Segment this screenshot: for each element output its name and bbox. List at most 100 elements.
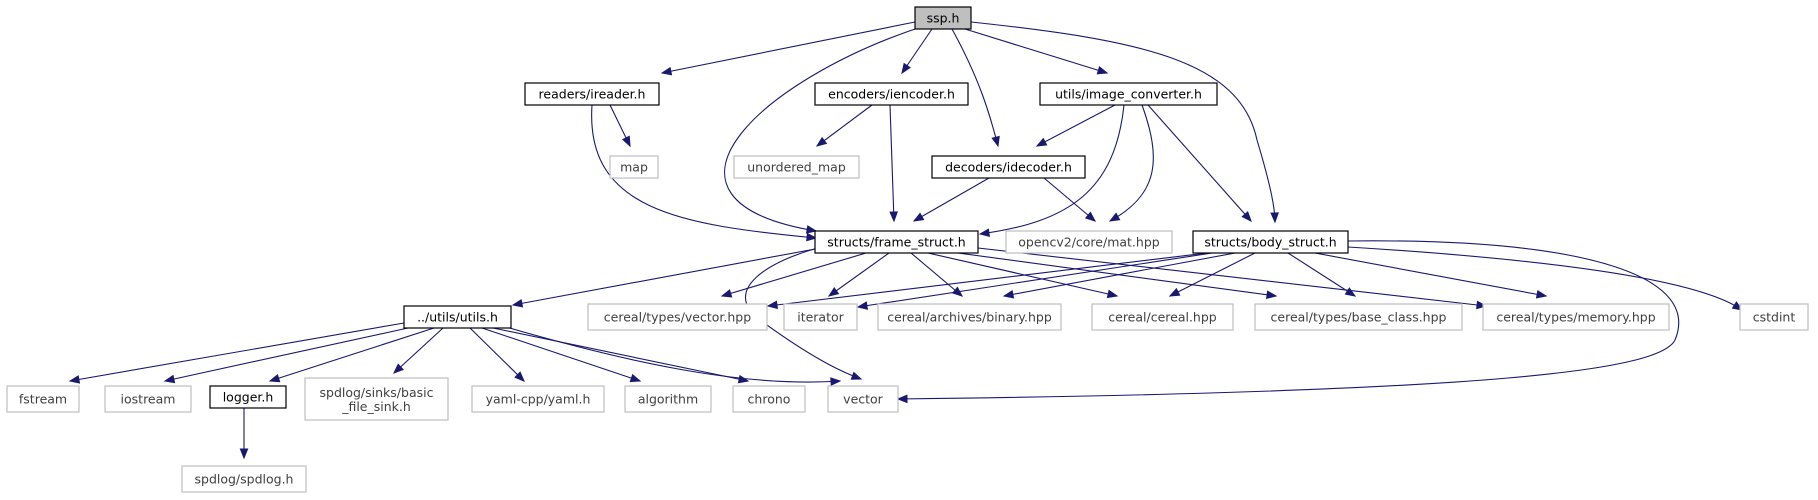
node-label-imgconv: utils/image_converter.h [1055,87,1202,102]
edge-ssp-to-body-arrowhead [1270,212,1279,224]
node-label-yaml: yaml-cpp/yaml.h [486,392,591,407]
edge-ireader-to-frame-arrowhead [806,232,818,242]
edge-body-to-vector_hpp [767,252,1208,307]
node-iostream: iostream [104,385,192,413]
node-unordered_map: unordered_map [733,155,860,179]
edge-frame-to-memory-arrowhead [1476,300,1488,310]
edge-frame-to-cereal-arrowhead [1106,289,1119,299]
edge-ssp-to-imgconv [964,28,1108,74]
edge-idecoder-to-mat-arrowhead [1084,211,1097,222]
node-mat: opencv2/core/mat.hpp [1005,230,1173,254]
node-box-basic_file_sink [304,377,449,421]
edge-frame-to-vector-arrowhead [850,371,863,380]
node-ireader[interactable]: readers/ireader.h [524,82,660,106]
node-iencoder[interactable]: encoders/iencoder.h [814,82,969,106]
edge-frame-to-utils [512,246,827,306]
node-box-binary [877,303,1062,331]
edge-body-to-memory-arrowhead [1535,289,1548,299]
edge-imgconv-to-body-arrowhead [1241,211,1252,223]
node-vector_hpp: cereal/types/vector.hpp [587,303,768,331]
node-box-cereal [1091,303,1234,331]
node-label-iencoder: encoders/iencoder.h [828,87,955,102]
node-frame[interactable]: structs/frame_struct.h [814,230,979,254]
node-label-unordered_map: unordered_map [747,160,846,175]
node-box-memory [1482,303,1670,331]
edge-utils-to-yaml [469,327,525,382]
node-box-idecoder [931,155,1086,179]
node-label-body: structs/body_struct.h [1204,235,1336,250]
edge-iencoder-to-unordered_map [816,104,873,147]
node-label-binary: cereal/archives/binary.hpp [887,310,1052,325]
edges-layer [68,21,1744,460]
node-body[interactable]: structs/body_struct.h [1192,230,1349,254]
node-label-vector_hpp: cereal/types/vector.hpp [604,310,751,325]
node-box-fstream [6,385,80,413]
edge-utils-to-iostream-arrowhead [163,374,176,384]
edge-utils-to-vector [505,326,841,383]
node-box-logger [209,385,287,409]
node-utils[interactable]: ../utils/utils.h [403,305,512,329]
edge-body-to-cstdint [1347,246,1743,311]
edge-ssp-to-idecoder-arrowhead [991,135,1000,148]
node-binary: cereal/archives/binary.hpp [877,303,1062,331]
node-map: map [609,155,659,179]
node-iterator: iterator [783,303,858,331]
node-ssp[interactable]: ssp.h [914,6,972,30]
node-memory: cereal/types/memory.hpp [1482,303,1670,331]
node-algorithm: algorithm [624,385,712,413]
node-fstream: fstream [6,385,80,413]
node-cstdint: cstdint [1739,303,1809,331]
node-cereal: cereal/cereal.hpp [1091,303,1234,331]
node-label-iterator: iterator [797,310,844,325]
node-label-mat: opencv2/core/mat.hpp [1018,235,1159,250]
edge-idecoder-to-frame [913,177,990,222]
edge-body-to-binary-arrowhead [1002,289,1015,299]
node-box-spdlog [181,465,307,493]
edge-body-to-cereal [1169,252,1256,297]
edge-body-to-binary [1003,252,1236,297]
node-box-iterator [783,303,858,331]
node-box-algorithm [624,385,712,413]
node-yaml: yaml-cpp/yaml.h [471,385,605,413]
edge-idecoder-to-frame-arrowhead [912,212,925,222]
node-label-algorithm: algorithm [638,392,698,407]
node-box-vector [827,385,899,413]
node-box-yaml [471,385,605,413]
edge-logger-to-spdlog-arrowhead [239,448,249,460]
node-label-memory: cereal/types/memory.hpp [1496,310,1655,325]
edge-frame-to-vector_hpp-arrowhead [720,289,733,298]
node-label-vector: vector [843,392,884,407]
edge-utils-to-basic_file_sink-arrowhead [393,363,404,374]
edge-frame-to-binary [910,252,963,297]
edge-body-to-cereal-arrowhead [1168,287,1181,297]
node-label-cstdint: cstdint [1753,310,1796,325]
edge-imgconv-to-idecoder [1036,104,1116,147]
node-box-base_class [1254,303,1463,331]
edge-iencoder-to-frame-arrowhead [889,211,899,223]
edge-body-to-iterator-arrowhead [856,301,869,310]
edge-frame-to-iterator [828,252,890,297]
edge-utils-to-iostream [164,327,409,382]
node-box-ireader [524,82,660,106]
node-label-frame: structs/frame_struct.h [827,235,965,250]
edge-imgconv-to-mat-arrowhead [1108,212,1121,222]
edge-body-to-vector_hpp-arrowhead [766,300,778,310]
edge-body-to-base_class-arrowhead [1344,287,1357,297]
node-box-utils [403,305,512,329]
node-label-fstream: fstream [19,392,67,407]
node-label-logger: logger.h [223,390,274,405]
node-imgconv[interactable]: utils/image_converter.h [1039,82,1218,106]
edge-body-to-iterator [857,252,1213,308]
edge-ssp-to-idecoder [951,28,999,147]
node-label-ssp: ssp.h [927,11,960,26]
edge-ssp-to-imgconv-arrowhead [1096,66,1109,75]
edge-ssp-to-ireader [661,21,916,74]
edge-utils-to-fstream-arrowhead [68,375,81,384]
node-box-cstdint [1739,303,1809,331]
node-idecoder[interactable]: decoders/idecoder.h [931,155,1086,179]
node-box-chrono [732,385,806,413]
node-logger[interactable]: logger.h [209,385,287,409]
node-spdlog: spdlog/spdlog.h [181,465,307,493]
node-label-cereal: cereal/cereal.hpp [1108,310,1217,325]
